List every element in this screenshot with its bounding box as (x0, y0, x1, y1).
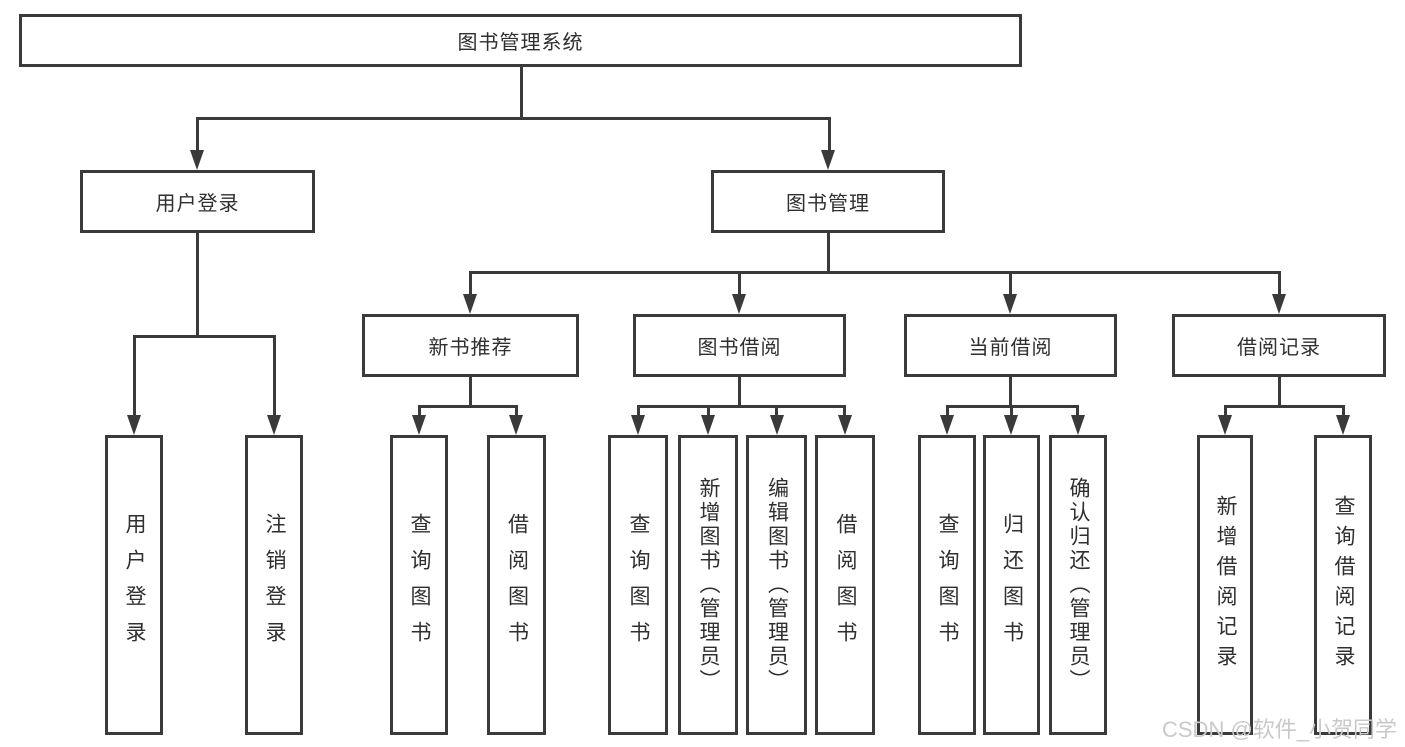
connector-vline (196, 117, 199, 151)
arrow-down-icon (267, 415, 281, 435)
node-book-borrow: 图书借阅 (633, 314, 846, 377)
node-root-label: 图书管理系统 (457, 32, 584, 54)
arrow-down-icon (1003, 294, 1017, 314)
leaf-bb-borrow-books: 借阅图书 (815, 435, 875, 735)
leaf-cb-confirm-return-admin: 确认归还（管理员） (1049, 435, 1107, 735)
connector-vline (707, 405, 710, 418)
arrow-down-icon (1071, 415, 1085, 435)
node-root: 图书管理系统 (19, 14, 1022, 67)
arrow-down-icon (821, 150, 835, 170)
connector-hline (196, 117, 831, 120)
arrow-down-icon (770, 415, 784, 435)
arrow-down-icon (631, 415, 645, 435)
leaf-bb-borrow-books-label: 借阅图书 (834, 513, 857, 657)
node-current-borrow: 当前借阅 (904, 314, 1117, 377)
connector-hline (637, 405, 846, 408)
leaf-user-login-label: 用户登录 (123, 513, 146, 657)
connector-vline (469, 271, 472, 295)
connector-vline (196, 233, 199, 336)
connector-vline (520, 67, 523, 118)
connector-vline (1076, 405, 1079, 418)
leaf-bb-edit-books-admin: 编辑图书（管理员） (746, 435, 807, 735)
node-new-book-recommend: 新书推荐 (362, 314, 579, 377)
connector-hline (1224, 405, 1344, 408)
leaf-bb-add-books-admin-label: 新增图书（管理员） (697, 477, 720, 693)
arrow-down-icon (1218, 415, 1232, 435)
watermark-text: CSDN @软件_小贺同学 (1162, 717, 1398, 742)
leaf-bb-query-books-label: 查询图书 (627, 513, 650, 657)
leaf-nb-query-books: 查询图书 (390, 435, 448, 735)
leaf-br-query-record: 查询借阅记录 (1314, 435, 1372, 735)
node-borrow-records-label: 借阅记录 (1237, 337, 1321, 359)
connector-vline (1009, 271, 1012, 295)
leaf-user-login: 用户登录 (105, 435, 163, 735)
connector-vline (775, 405, 778, 418)
connector-hline (469, 271, 1281, 274)
arrow-down-icon (127, 415, 141, 435)
connector-vline (1224, 405, 1227, 418)
leaf-cb-confirm-return-admin-label: 确认归还（管理员） (1067, 477, 1090, 693)
arrow-down-icon (1272, 294, 1286, 314)
arrow-down-icon (412, 415, 426, 435)
arrow-down-icon (732, 294, 746, 314)
node-user-login-label: 用户登录 (155, 193, 240, 215)
connector-vline (1009, 377, 1012, 407)
node-new-book-recommend-label: 新书推荐 (428, 337, 513, 359)
node-current-borrow-label: 当前借阅 (968, 337, 1053, 359)
connector-vline (1278, 271, 1281, 295)
arrow-down-icon (838, 415, 852, 435)
arrow-down-icon (1336, 415, 1350, 435)
leaf-bb-edit-books-admin-label: 编辑图书（管理员） (765, 477, 789, 693)
leaf-logout-login-label: 注销登录 (263, 513, 286, 657)
leaf-br-add-record-label: 新增借阅记录 (1214, 495, 1237, 675)
connector-vline (738, 271, 741, 295)
node-book-borrow-label: 图书借阅 (697, 337, 782, 359)
leaf-logout-login: 注销登录 (245, 435, 303, 735)
connector-vline (946, 405, 949, 418)
arrow-down-icon (463, 294, 477, 314)
node-borrow-records: 借阅记录 (1172, 314, 1386, 377)
leaf-cb-return-books: 归还图书 (983, 435, 1040, 735)
leaf-bb-query-books: 查询图书 (608, 435, 668, 735)
connector-vline (828, 117, 831, 151)
node-book-management-label: 图书管理 (786, 193, 870, 215)
arrow-down-icon (509, 415, 523, 435)
arrow-down-icon (190, 150, 204, 170)
connector-vline (1010, 405, 1013, 418)
node-book-management: 图书管理 (711, 170, 945, 233)
connector-vline (273, 335, 276, 415)
arrow-down-icon (1004, 415, 1018, 435)
leaf-nb-borrow-books-label: 借阅图书 (505, 513, 529, 657)
connector-vline (738, 377, 741, 407)
leaf-bb-add-books-admin: 新增图书（管理员） (678, 435, 738, 735)
connector-vline (637, 405, 640, 418)
leaf-cb-query-books: 查询图书 (918, 435, 976, 735)
arrow-down-icon (940, 415, 954, 435)
leaf-br-add-record: 新增借阅记录 (1197, 435, 1253, 735)
connector-vline (827, 233, 830, 274)
connector-vline (515, 405, 518, 418)
leaf-cb-query-books-label: 查询图书 (936, 513, 959, 657)
node-user-login: 用户登录 (80, 170, 315, 233)
arrow-down-icon (701, 415, 715, 435)
connector-vline (469, 377, 472, 407)
leaf-cb-return-books-label: 归还图书 (1000, 513, 1024, 657)
connector-vline (1342, 405, 1345, 418)
connector-hline (418, 405, 518, 408)
connector-vline (133, 335, 136, 415)
connector-vline (1278, 377, 1281, 407)
connector-vline (418, 405, 421, 418)
leaf-nb-borrow-books: 借阅图书 (487, 435, 546, 735)
leaf-nb-query-books-label: 查询图书 (408, 513, 431, 657)
leaf-br-query-record-label: 查询借阅记录 (1332, 495, 1355, 675)
connector-hline (133, 335, 276, 338)
connector-vline (843, 405, 846, 418)
